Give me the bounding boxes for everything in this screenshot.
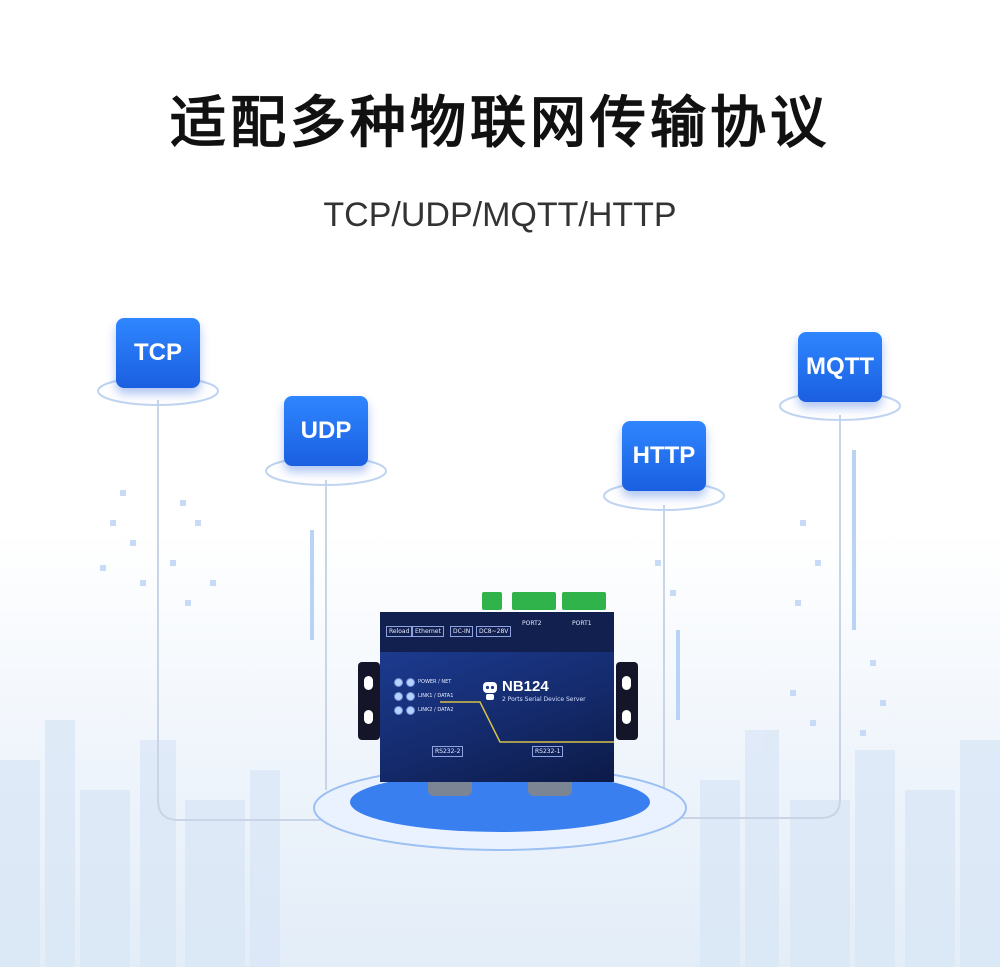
port2-label: PORT2 (522, 620, 542, 627)
robot-logo-icon (483, 682, 497, 700)
platform-inner (350, 772, 650, 832)
dc-range-label: DC8~28V (476, 626, 512, 637)
db9-port-2 (428, 782, 472, 796)
city-skyline (0, 720, 1000, 967)
led-net (406, 678, 415, 687)
decor-dash-columns (310, 450, 856, 720)
badge-mqtt: MQTT (798, 332, 882, 402)
port1-terminal (562, 592, 606, 610)
badge-tcp: TCP (116, 318, 200, 388)
port1-label: PORT1 (572, 620, 592, 627)
mount-ear-right (616, 662, 638, 740)
reload-label: Reload (386, 626, 413, 637)
led-label-link2: LINK2 / DATA2 (418, 707, 454, 713)
device-body: Reload Ethernet DC-IN DC8~28V PORT2 PORT… (380, 612, 614, 782)
led-data1 (406, 692, 415, 701)
page-title: 适配多种物联网传输协议 (170, 91, 830, 156)
rs232-2-label: RS232-2 (432, 746, 464, 757)
link-lines (157, 400, 841, 821)
device-top-panel: Reload Ethernet DC-IN DC8~28V PORT2 PORT… (380, 612, 614, 653)
led-link2 (394, 706, 403, 715)
led-data2 (406, 706, 415, 715)
decor-dots (100, 490, 886, 736)
dc-in-label: DC-IN (450, 626, 474, 637)
led-label-power: POWER / NET (418, 679, 452, 685)
badge-udp: UDP (284, 396, 368, 466)
model-description: 2 Ports Serial Device Server (502, 696, 586, 703)
badge-rings (97, 376, 901, 511)
led-link1 (394, 692, 403, 701)
device-image: Reload Ethernet DC-IN DC8~28V PORT2 PORT… (358, 592, 638, 802)
device-front (380, 652, 614, 782)
led-label-link1: LINK1 / DATA1 (418, 693, 454, 699)
led-power (394, 678, 403, 687)
panel-accent-line (440, 701, 614, 743)
rs232-1-label: RS232-1 (532, 746, 564, 757)
power-terminal (482, 592, 502, 610)
page-subtitle: TCP/UDP/MQTT/HTTP (323, 196, 677, 234)
badge-http: HTTP (622, 421, 706, 491)
db9-port-1 (528, 782, 572, 796)
model-name: NB124 (502, 678, 549, 695)
port2-terminal (512, 592, 556, 610)
ethernet-label: Ethernet (412, 626, 444, 637)
mount-ear-left (358, 662, 380, 740)
